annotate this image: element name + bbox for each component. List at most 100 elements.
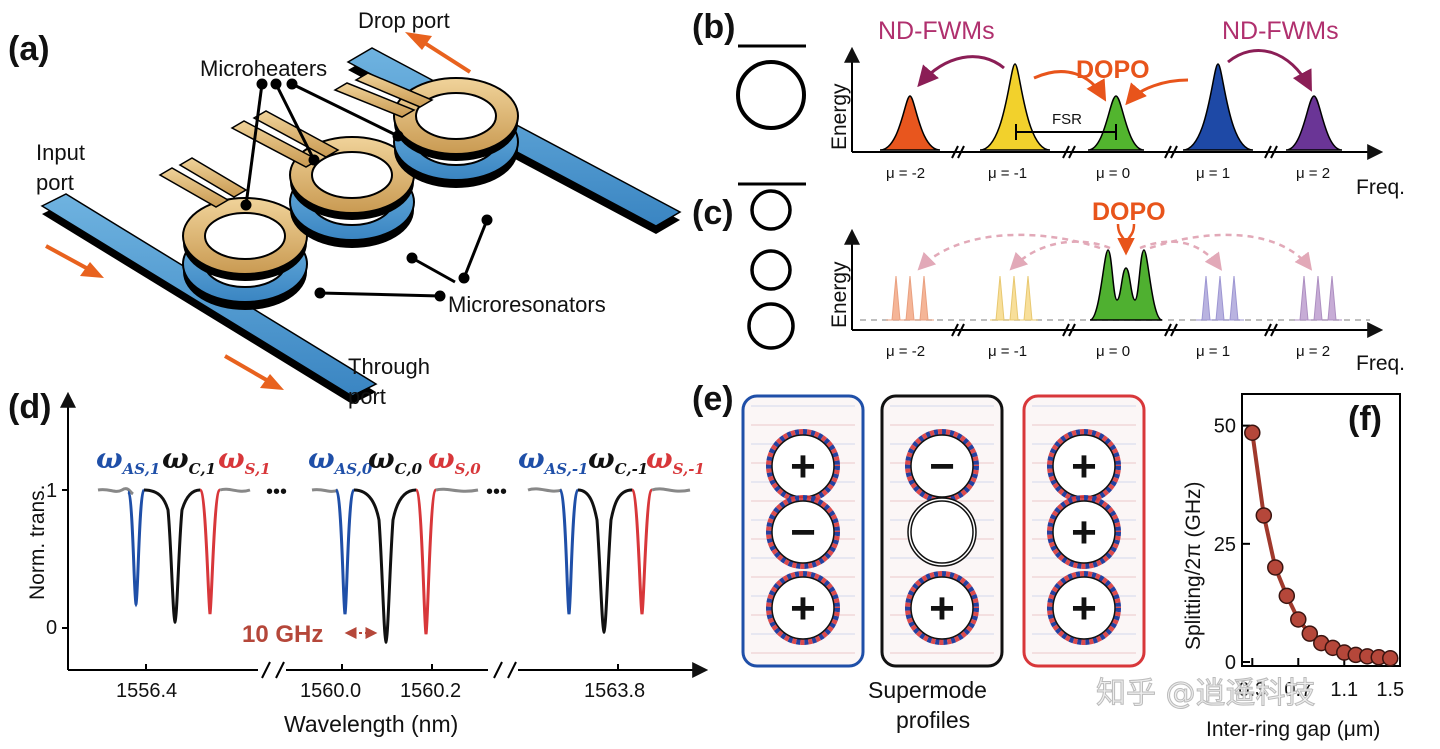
panel-b-label: (b) [692,8,735,46]
fsr-label: FSR [1052,111,1082,128]
profile-1: +−+ [741,394,865,668]
ring-field [907,497,977,567]
trace-baseline [311,488,339,493]
peak-mu-m1 [979,63,1051,151]
f-xtick: 0.3 [1238,679,1266,701]
peak-mu-0 [1087,95,1145,151]
panel-e-label: (e) [692,380,734,418]
trace-baseline [527,487,563,493]
ring-field-red [766,495,840,569]
d-xtick: 1563.8 [584,680,645,702]
ring-outline [1052,576,1116,640]
triplet-mu-2 [1294,275,1342,321]
single-ring-icon [736,60,806,130]
microheaters-label: Microheaters [200,56,327,81]
f-data-point [1244,424,1261,441]
omega-label-as-0: ωAS,0 [308,442,373,478]
f-data-point [1267,559,1284,576]
input-port-label-1: Input [36,140,85,165]
omega-label-s-m1: ωS,-1 [646,442,705,478]
d-ytick: 0 [46,617,57,639]
triplet-mu-m2 [886,275,934,321]
profile-2: −+ [880,394,1004,668]
b-peaks [879,63,1343,151]
heater-leads [158,72,434,208]
mode-sign: + [790,442,816,491]
d-xtick: 1556.4 [116,680,177,702]
c-mu-label: μ = 1 [1196,343,1230,360]
ring-field-red [905,571,979,645]
nd-fwm-label-right: ND-FWMs [1222,17,1339,45]
b-mu-label: μ = 0 [1096,165,1130,182]
microresonator-stack-2 [289,136,415,248]
c-triplets [886,249,1342,321]
panel-f-label: (f) [1348,400,1382,438]
peak-mu-1 [1182,63,1254,151]
ring-field-red [1047,495,1121,569]
c-axis-breaks [951,323,1278,337]
fsr-marker [1015,124,1117,140]
omega-label-c-m1: ωC,-1 [588,442,648,478]
f-xtick: 1.5 [1376,679,1404,701]
c-ylabel: Energy [828,261,851,328]
through-port-label-2: port [348,384,386,409]
ring-icon-top [750,189,792,231]
d-ytick: 1 [46,480,57,502]
f-ytick: 50 [1214,416,1236,438]
panel-a: (a) [8,8,682,409]
ring-outline [910,500,974,564]
d-xlabel: Wavelength (nm) [284,711,458,737]
drop-port-label: Drop port [358,8,450,33]
ring-field-red [1047,571,1121,645]
panel-d: (d) Norm. trans. 1 0 [8,388,709,737]
ring-outline [910,434,974,498]
b-axis-breaks [951,145,1278,159]
d-ellipsis: ••• [266,481,287,503]
microresonators-label: Microresonators [448,292,606,317]
trace-s-1 [198,488,222,615]
b-mu-label: μ = 1 [1196,165,1230,182]
b-dopo-label: DOPO [1076,56,1150,84]
f-xtick: 1.1 [1330,679,1358,701]
f-data-point [1290,611,1307,628]
omega-label-as-m1: ωAS,-1 [518,442,589,478]
trace-c-1 [143,488,201,625]
ring-icon-bottom [747,302,795,350]
b-xlabel: Freq. [1356,176,1405,199]
f-data-points [1244,424,1399,667]
f-data-point [1255,507,1273,524]
callout-lines [240,78,493,302]
f-data-point [1382,649,1399,667]
c-mu-label: μ = 0 [1096,343,1130,360]
omega-label-c-1: ωC,1 [162,442,216,478]
mode-sign: − [790,508,816,557]
supermode-profiles: +−+−++++ [741,394,1146,668]
trace-c-m1 [577,488,633,635]
c-xlabel: Freq. [1356,352,1405,375]
omega-label-s-0: ωS,0 [428,442,481,478]
triplet-mu-0 [1089,249,1163,321]
d-xtick: 1560.2 [400,680,461,702]
trace-as-1 [126,488,146,608]
panel-a-label: (a) [8,30,50,68]
b-mu-label: μ = -2 [886,165,925,182]
input-port-label-2: port [36,170,74,195]
trace-baseline [435,487,479,493]
trace-baseline [219,487,251,493]
c-mu-label: μ = -1 [988,343,1027,360]
trace-s-m1 [630,488,654,615]
ring-outline [771,576,835,640]
d-ylabel: Norm. trans. [26,484,49,600]
f-plot-frame [1241,393,1401,667]
d-axis-breaks [261,661,517,679]
omega-label-c-0: ωC,0 [368,442,423,478]
f-ytick: 25 [1214,534,1236,556]
triplet-mu-1 [1196,275,1244,321]
ring-outline [910,576,974,640]
b-mu-label: μ = -1 [988,165,1027,182]
panel-b: (b) Energy FSR ND-FWMs ND-FWMs DO [692,8,1405,199]
d-spectra [97,487,691,645]
nd-fwm-label-left: ND-FWMs [878,17,995,45]
e-caption-line-2: profiles [896,707,970,733]
